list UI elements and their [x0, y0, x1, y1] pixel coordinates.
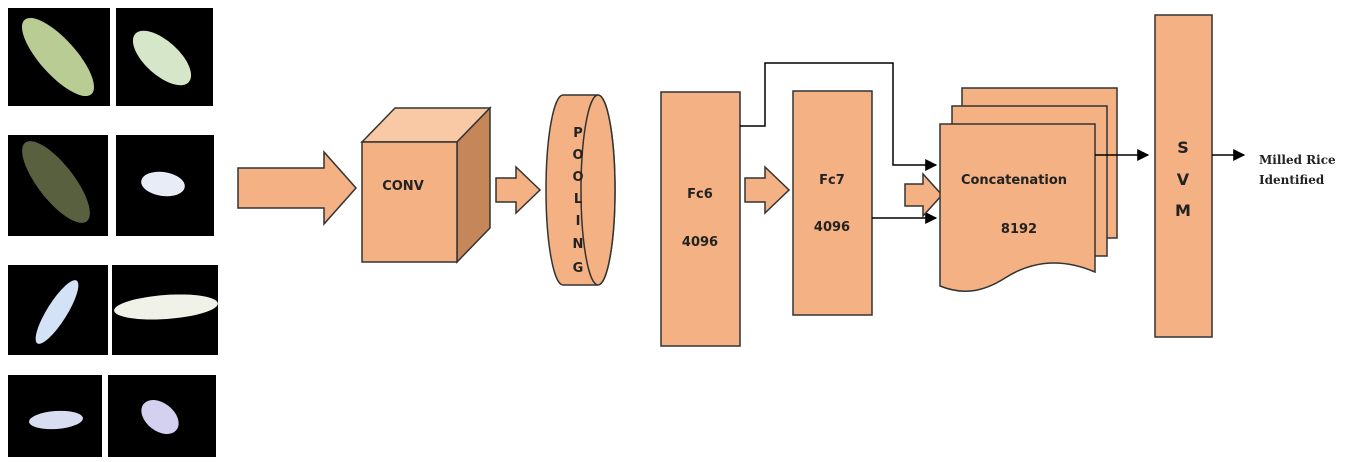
fc7-block: Fc7 4096 [793, 91, 872, 315]
rice-image-7 [8, 375, 102, 457]
rice-image-4 [116, 135, 214, 236]
fc6-size: 4096 [682, 235, 718, 250]
concat-doc-front [940, 124, 1095, 291]
pooling-letter: P [573, 126, 583, 141]
concat-block: Concatenation 8192 [940, 88, 1117, 291]
rice-image-2 [116, 8, 213, 106]
pooling-letter: G [573, 261, 584, 276]
fc6-rect [661, 92, 740, 346]
concat-input-arrow [905, 174, 942, 216]
pooling-letter: N [573, 237, 584, 252]
input-image-grid [8, 8, 219, 457]
pooling-letter: O [572, 148, 583, 163]
pooling-cylinder-face [581, 95, 615, 285]
fc6-block: Fc6 4096 [661, 92, 740, 346]
fc6-to-fc7-arrow [745, 167, 789, 213]
conv-to-pooling-arrow [496, 167, 540, 213]
rice-image-1 [8, 8, 110, 106]
input-block-arrow [238, 152, 356, 224]
fc7-rect [793, 91, 872, 315]
svm-letter: M [1175, 201, 1191, 220]
conv-label: CONV [382, 179, 424, 194]
pooling-letter: O [572, 170, 583, 185]
pooling-block: P O O L I N G [546, 95, 615, 285]
fc7-name: Fc7 [819, 173, 845, 188]
concat-size: 8192 [1001, 222, 1037, 237]
pooling-letter: I [576, 214, 581, 229]
rice-image-3 [8, 132, 108, 236]
conv-cube-front [362, 142, 457, 262]
conv-block: CONV [362, 108, 490, 262]
fc7-size: 4096 [814, 220, 850, 235]
pooling-letter: L [574, 192, 582, 207]
svm-letter: S [1177, 138, 1189, 157]
output-label-line2: Identified [1259, 173, 1325, 187]
rice-image-5 [8, 265, 108, 355]
concat-name: Concatenation [961, 173, 1067, 188]
svm-letter: V [1177, 170, 1190, 189]
svm-block: S V M [1155, 15, 1212, 337]
rice-image-8 [108, 375, 216, 457]
rice-image-6 [112, 265, 219, 355]
fc6-name: Fc6 [687, 187, 713, 202]
output-label-line1: Milled Rice [1259, 153, 1336, 167]
